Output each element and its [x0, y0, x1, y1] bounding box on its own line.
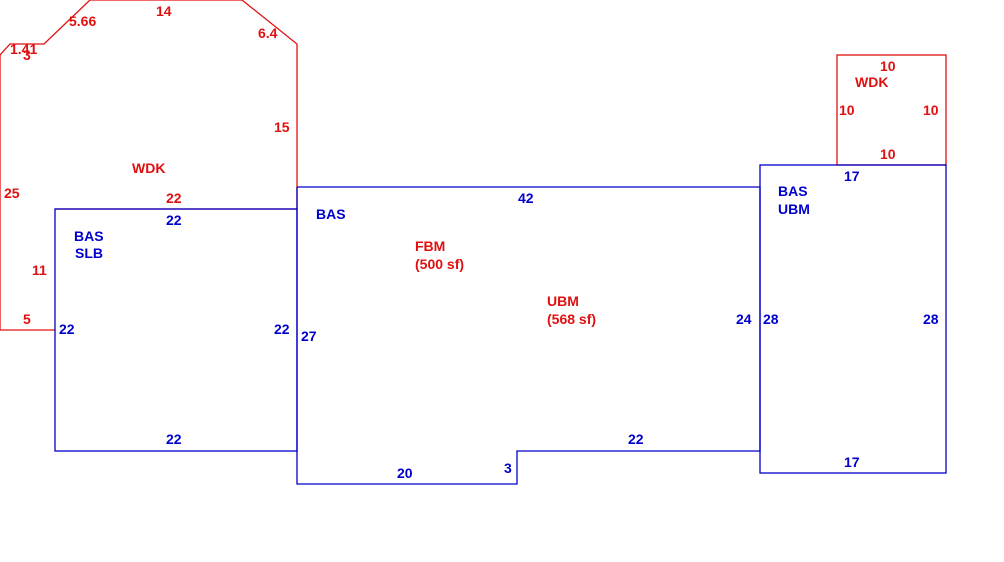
wdk-left-area: [0, 0, 298, 331]
bas-slb-dim-right: 22: [274, 321, 290, 337]
fbm-label: FBM: [415, 238, 445, 254]
wdk-right-dim-left: 10: [839, 102, 855, 118]
wdk-left-dim-top: 14: [156, 3, 172, 19]
bas-main-dim-notch: 3: [504, 460, 512, 476]
wdk-left-dim-inner-bottom: 5: [23, 311, 31, 327]
ubm-label: UBM: [547, 293, 579, 309]
bas-ubm-dim-left: 28: [763, 311, 779, 327]
wdk-right-dim-bottom: 10: [880, 146, 896, 162]
wdk-right-label: WDK: [855, 74, 888, 90]
bas-main-dim-left: 27: [301, 328, 317, 344]
wdk-left-dim-small-diag: 1.41: [10, 41, 37, 57]
bas-main-dim-right: 24: [736, 311, 752, 327]
bas-slb-dim-bottom: 22: [166, 431, 182, 447]
bas-main-dim-bottom-left: 20: [397, 465, 413, 481]
wdk-left-dim-diag-upper-right: 6.4: [258, 25, 278, 41]
bas-ubm-label-line1: BAS: [778, 183, 808, 199]
wdk-left-dim-left: 25: [4, 185, 20, 201]
wdk-left-outline: [0, 0, 298, 331]
bas-slb-label-line2: SLB: [75, 245, 103, 261]
bas-main-dim-bottom-right: 22: [628, 431, 644, 447]
wdk-right-dim-right: 10: [923, 102, 939, 118]
wdk-left-label: WDK: [132, 160, 165, 176]
wdk-left-dim-diag-upper-left: 5.66: [69, 13, 96, 29]
bas-ubm-dim-right: 28: [923, 311, 939, 327]
bas-slb-label-line1: BAS: [74, 228, 104, 244]
wdk-left-dim-right: 15: [274, 119, 290, 135]
wdk-left-dim-bottom: 22: [166, 190, 182, 206]
ubm-area: (568 sf): [547, 311, 596, 327]
bas-main-label: BAS: [316, 206, 346, 222]
bas-slb-dim-left: 22: [59, 321, 75, 337]
wdk-left-dim-small-side: 3: [23, 47, 31, 63]
fbm-area: (500 sf): [415, 256, 464, 272]
bas-slb-dim-top: 22: [166, 212, 182, 228]
wdk-right-dim-top: 10: [880, 58, 896, 74]
bas-ubm-dim-top: 17: [844, 168, 860, 184]
bas-main-dim-top: 42: [518, 190, 534, 206]
bas-ubm-dim-bottom: 17: [844, 454, 860, 470]
bas-main-outline: [296, 186, 761, 485]
bas-ubm-outline: [759, 164, 947, 474]
bas-ubm-label-line2: UBM: [778, 201, 810, 217]
wdk-left-dim-inner-left: 11: [32, 262, 47, 278]
